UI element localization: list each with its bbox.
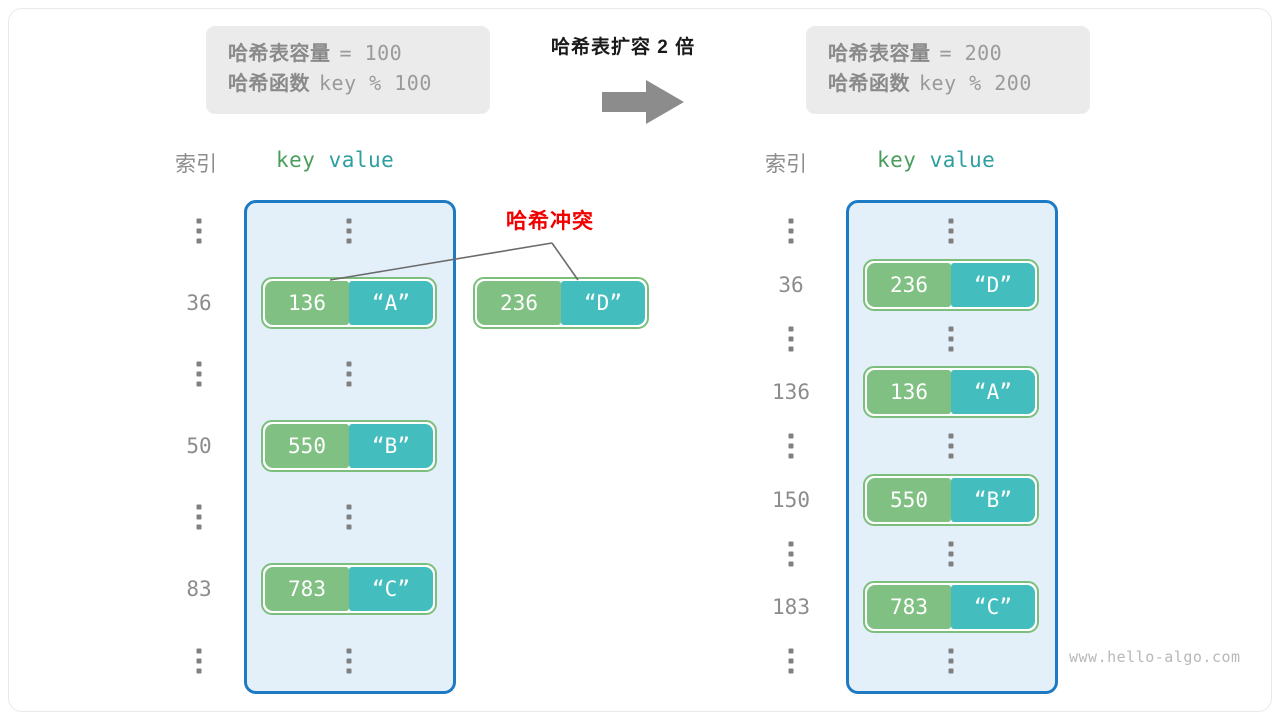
after-index-ellipsis-2 bbox=[788, 326, 794, 352]
before-function-line: 哈希函数 key % 100 bbox=[228, 69, 468, 99]
after-capacity-label: 哈希表容量 bbox=[828, 43, 931, 65]
collision-detached-value: “D” bbox=[561, 281, 645, 325]
before-capacity-line: 哈希表容量 = 100 bbox=[228, 39, 468, 69]
after-entry-150-key: 550 bbox=[867, 478, 951, 522]
after-entry-183: 783 “C” bbox=[863, 581, 1039, 633]
after-entry-183-value: “C” bbox=[951, 585, 1035, 629]
before-index-36: 36 bbox=[186, 291, 212, 315]
after-entry-136-value: “A” bbox=[951, 370, 1035, 414]
before-keyvalue-header: key_value bbox=[276, 148, 394, 172]
after-info-box: 哈希表容量 = 200 哈希函数 key % 200 bbox=[806, 26, 1090, 114]
before-index-83: 83 bbox=[186, 577, 212, 601]
after-function-line: 哈希函数 key % 200 bbox=[828, 69, 1068, 99]
after-index-150: 150 bbox=[772, 488, 810, 512]
before-index-ellipsis-3 bbox=[196, 504, 202, 530]
diagram-frame bbox=[8, 8, 1272, 712]
before-index-header: 索引 bbox=[175, 153, 217, 176]
after-index-183: 183 bbox=[772, 595, 810, 619]
before-entry-83-value: “C” bbox=[349, 567, 433, 611]
after-index-36: 36 bbox=[778, 273, 804, 297]
before-index-50: 50 bbox=[186, 434, 212, 458]
before-entry-50-key: 550 bbox=[265, 424, 349, 468]
after-entry-183-key: 783 bbox=[867, 585, 951, 629]
before-entry-36-key: 136 bbox=[265, 281, 349, 325]
after-index-ellipsis-3 bbox=[788, 433, 794, 459]
after-entry-36-key: 236 bbox=[867, 263, 951, 307]
before-index-ellipsis-2 bbox=[196, 361, 202, 387]
collision-label: 哈希冲突 bbox=[506, 210, 594, 233]
before-index-ellipsis-bottom bbox=[196, 648, 202, 674]
after-entry-136: 136 “A” bbox=[863, 366, 1039, 418]
after-entry-150-value: “B” bbox=[951, 478, 1035, 522]
before-function-label: 哈希函数 bbox=[228, 73, 310, 95]
after-entry-36: 236 “D” bbox=[863, 259, 1039, 311]
before-entry-83: 783 “C” bbox=[261, 563, 437, 615]
site-watermark: www.hello-algo.com bbox=[1069, 648, 1241, 666]
before-capacity-value: = 100 bbox=[339, 41, 403, 65]
before-function-value: key % 100 bbox=[319, 71, 432, 95]
before-entry-83-key: 783 bbox=[265, 567, 349, 611]
before-row-ellipsis-2 bbox=[346, 361, 352, 387]
before-value-header: value bbox=[328, 148, 395, 172]
before-row-ellipsis-top bbox=[346, 218, 352, 244]
before-row-ellipsis-3 bbox=[346, 504, 352, 530]
after-index-ellipsis-top bbox=[788, 218, 794, 244]
before-entry-50-value: “B” bbox=[349, 424, 433, 468]
after-index-header: 索引 bbox=[765, 153, 807, 176]
after-entry-36-value: “D” bbox=[951, 263, 1035, 307]
collision-detached-key: 236 bbox=[477, 281, 561, 325]
after-row-ellipsis-4 bbox=[948, 541, 954, 567]
after-function-value: key % 200 bbox=[919, 71, 1032, 95]
transition-caption: 哈希表扩容 2 倍 bbox=[551, 37, 696, 58]
before-row-ellipsis-bottom bbox=[346, 648, 352, 674]
after-entry-150: 550 “B” bbox=[863, 474, 1039, 526]
before-entry-36-value: “A” bbox=[349, 281, 433, 325]
before-key-header: key bbox=[276, 148, 316, 172]
collision-detached-entry: 236 “D” bbox=[473, 277, 649, 329]
after-entry-136-key: 136 bbox=[867, 370, 951, 414]
after-function-label: 哈希函数 bbox=[828, 73, 910, 95]
after-index-ellipsis-4 bbox=[788, 541, 794, 567]
before-index-ellipsis-top bbox=[196, 218, 202, 244]
before-capacity-label: 哈希表容量 bbox=[228, 43, 331, 65]
after-key-header: key bbox=[877, 148, 917, 172]
after-keyvalue-header: key_value bbox=[877, 148, 995, 172]
after-value-header: value bbox=[929, 148, 996, 172]
before-info-box: 哈希表容量 = 100 哈希函数 key % 100 bbox=[206, 26, 490, 114]
after-capacity-value: = 200 bbox=[939, 41, 1003, 65]
after-row-ellipsis-top bbox=[948, 218, 954, 244]
right-arrow-icon bbox=[600, 78, 686, 131]
after-row-ellipsis-bottom bbox=[948, 648, 954, 674]
before-entry-50: 550 “B” bbox=[261, 420, 437, 472]
after-row-ellipsis-2 bbox=[948, 326, 954, 352]
after-index-ellipsis-bottom bbox=[788, 648, 794, 674]
after-index-136: 136 bbox=[772, 380, 810, 404]
before-entry-36: 136 “A” bbox=[261, 277, 437, 329]
after-capacity-line: 哈希表容量 = 200 bbox=[828, 39, 1068, 69]
after-row-ellipsis-3 bbox=[948, 433, 954, 459]
